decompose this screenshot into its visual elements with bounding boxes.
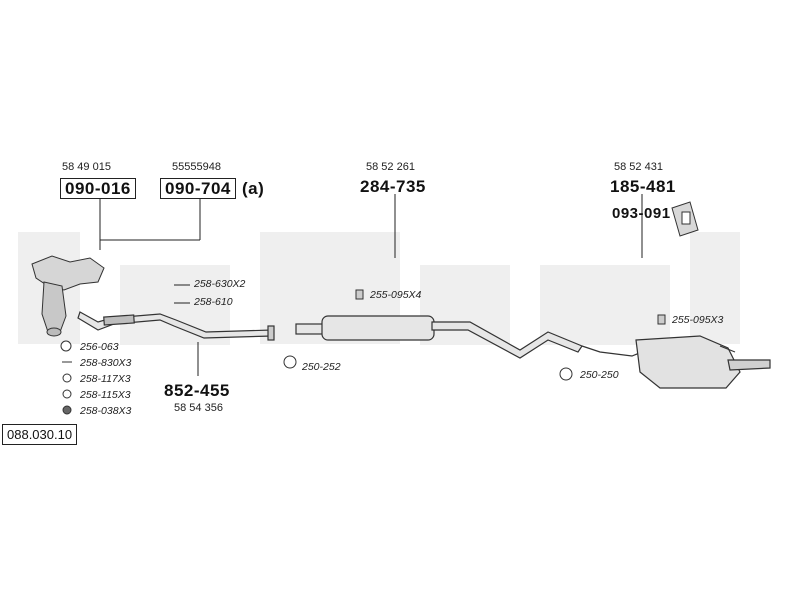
part-number-090-016[interactable]: 090-016 bbox=[60, 178, 136, 199]
oe-number-284-735: 58 52 261 bbox=[366, 161, 415, 173]
part-number-185-481[interactable]: 185-481 bbox=[610, 177, 676, 196]
part-number-093-091[interactable]: 093-091 bbox=[612, 205, 671, 222]
fitting-label[interactable]: 258-115X3 bbox=[80, 389, 131, 401]
fitting-label[interactable]: 258-830X3 bbox=[80, 357, 132, 369]
front-pipe-icon bbox=[77, 311, 275, 341]
fitting-label[interactable]: 255-095X3 bbox=[672, 314, 724, 326]
rubber-mount-icon bbox=[671, 201, 699, 237]
reference-number: 088.030.10 bbox=[2, 424, 78, 445]
fitting-label[interactable]: 258-630X2 bbox=[194, 278, 246, 290]
part-number-090-704[interactable]: 090-704 bbox=[160, 178, 236, 199]
part-number-284-735[interactable]: 284-735 bbox=[360, 177, 426, 196]
part-suffix-a: (a) bbox=[242, 179, 265, 198]
watermark-logo bbox=[18, 232, 740, 345]
fitting-label[interactable]: 256-063 bbox=[80, 341, 119, 353]
fitting-label[interactable]: 258-038X3 bbox=[80, 405, 132, 417]
centre-silencer-icon bbox=[295, 315, 583, 359]
rear-silencer-icon bbox=[581, 335, 771, 389]
oe-number-090-016: 58 49 015 bbox=[62, 161, 111, 173]
fitting-label[interactable]: 250-252 bbox=[302, 361, 341, 373]
fitting-label[interactable]: 255-095X4 bbox=[370, 289, 422, 301]
clamp-icons bbox=[60, 289, 666, 415]
oe-number-090-704: 55555948 bbox=[172, 161, 221, 173]
fitting-label[interactable]: 258-117X3 bbox=[80, 373, 131, 385]
oe-number-852-455: 58 54 356 bbox=[174, 402, 223, 414]
fitting-label[interactable]: 258-610 bbox=[194, 296, 233, 308]
leader-lines bbox=[99, 194, 643, 376]
fitting-label[interactable]: 250-250 bbox=[580, 369, 619, 381]
part-number-852-455[interactable]: 852-455 bbox=[164, 381, 230, 400]
exhaust-manifold-icon bbox=[31, 255, 105, 337]
oe-number-185-481: 58 52 431 bbox=[614, 161, 663, 173]
